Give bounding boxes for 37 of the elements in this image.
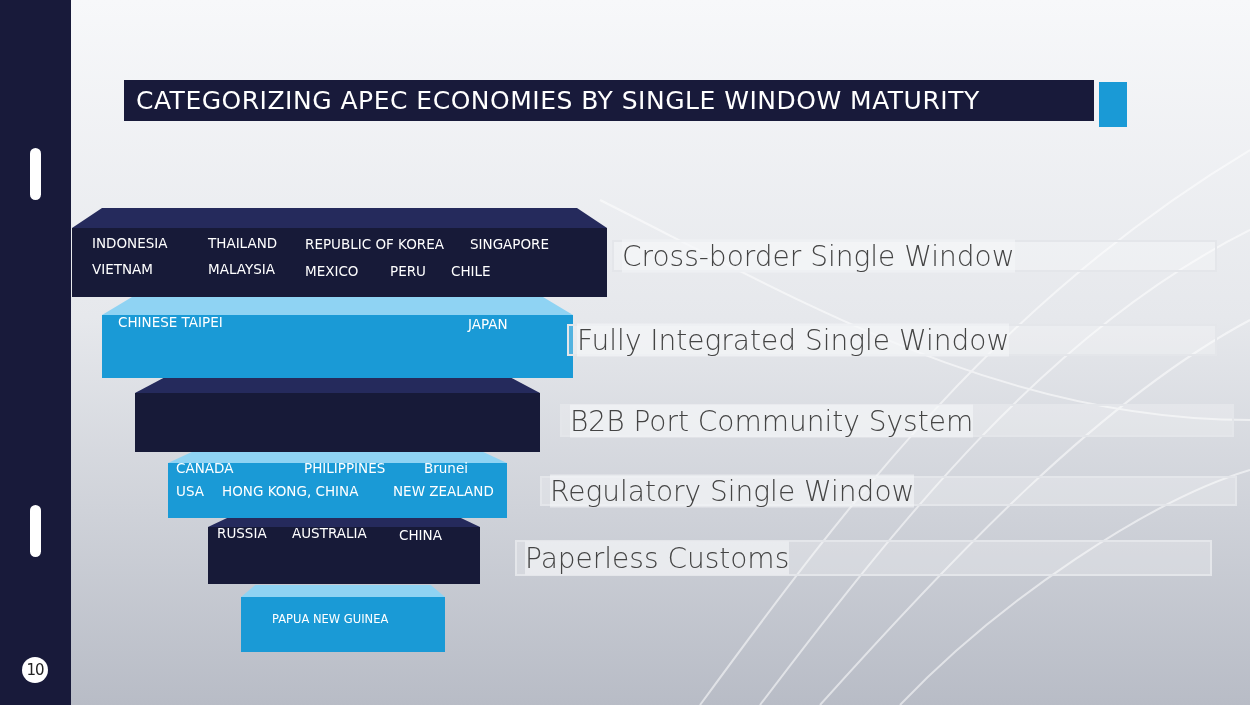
country-name: SINGAPORE <box>470 238 550 252</box>
country-name: HONG KONG, CHINA <box>222 485 359 499</box>
country-name: CHINESE TAIPEI <box>118 316 223 330</box>
country-name: CHILE <box>451 265 491 279</box>
country-name: INDONESIA <box>92 237 168 251</box>
country-name: RUSSIA <box>217 527 267 541</box>
pyramid-tier <box>241 585 445 652</box>
title-banner: CATEGORIZING APEC ECONOMIES BY SINGLE WINDOW MATURITY <box>124 80 1094 121</box>
country-name: REPUBLIC OF KOREA <box>305 238 444 252</box>
level-label: B2B Port Community System <box>570 404 974 437</box>
country-name: PHILIPPINES <box>304 462 386 476</box>
pyramid-tier <box>168 452 507 518</box>
country-name: PAPUA NEW GUINEA <box>272 614 389 626</box>
country-name: CHINA <box>399 529 442 543</box>
country-name: CANADA <box>176 462 234 476</box>
level-bar <box>540 476 1237 506</box>
country-name: VIETNAM <box>92 263 153 277</box>
level-label: Fully Integrated Single Window <box>577 323 1010 357</box>
pyramid-tier <box>72 208 607 297</box>
level-label: Paperless Customs <box>525 541 790 575</box>
level-label: Regulatory Single Window <box>550 474 915 508</box>
pyramid-tier <box>135 378 540 452</box>
country-name: PERU <box>390 265 426 279</box>
country-name: AUSTRALIA <box>292 527 367 541</box>
country-name: USA <box>176 485 204 499</box>
country-name: Brunei <box>424 462 468 476</box>
level-bar <box>567 324 1217 356</box>
country-name: NEW ZEALAND <box>393 485 494 499</box>
country-name: MEXICO <box>305 265 359 279</box>
pyramid-tier <box>208 518 480 584</box>
pyramid-tier <box>102 297 573 378</box>
country-name: JAPAN <box>468 318 508 332</box>
country-name: THAILAND <box>208 237 278 251</box>
country-name: MALAYSIA <box>208 263 275 277</box>
level-bar <box>515 540 1212 576</box>
level-label: Cross-border Single Window <box>622 239 1015 273</box>
level-bar <box>560 404 1234 437</box>
